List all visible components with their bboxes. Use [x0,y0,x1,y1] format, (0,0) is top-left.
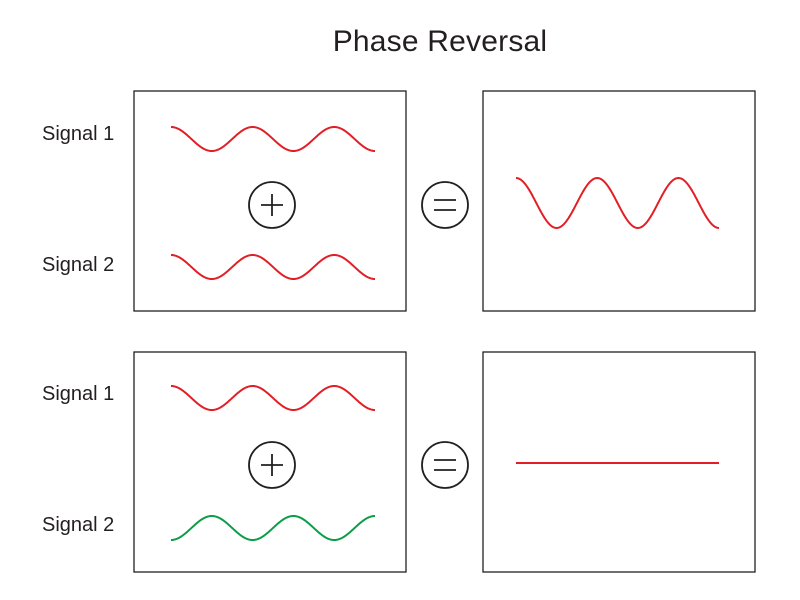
row2-plus-icon [248,441,296,489]
row1-equals-icon [421,181,469,229]
row1-signal2-wave [170,253,376,281]
row2-equals-icon [421,441,469,489]
row2-input-box [133,351,407,573]
row2-signal2-wave [170,514,376,542]
row1-signal1-wave [170,125,376,153]
row2-signal1-label: Signal 1 [42,383,115,405]
row1-result-wave [515,176,720,230]
row1-result-box [482,90,756,312]
row1-input-box [133,90,407,312]
row2-signal2-label: Signal 2 [42,514,115,536]
row2-signal1-wave [170,384,376,412]
row1-signal1-label: Signal 1 [42,123,115,145]
row1-plus-icon [248,181,296,229]
row2-result-box [482,351,756,573]
row1-signal2-label: Signal 2 [42,254,115,276]
page-title: Phase Reversal [332,25,548,58]
